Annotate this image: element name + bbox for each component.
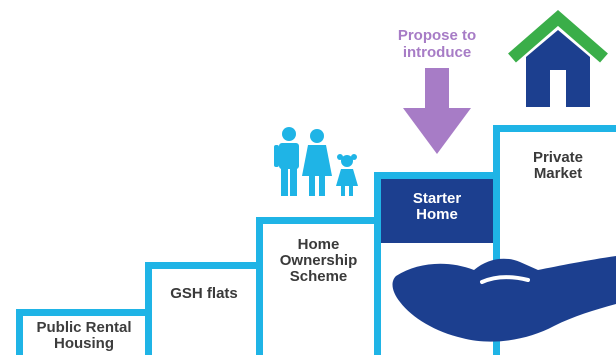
step-label-starter-home: Starter Home: [412, 190, 462, 223]
step-label-gsh-flats: GSH flats: [170, 285, 238, 302]
step-gsh-flats: GSH flats: [145, 262, 263, 355]
house-icon: [508, 10, 608, 107]
down-arrow-icon: [403, 68, 471, 154]
hand-icon: [392, 256, 616, 342]
step-home-ownership-scheme: Home Ownership Scheme: [256, 217, 381, 355]
proposal-note: Propose to introduce: [397, 27, 477, 61]
family-icon: [274, 127, 358, 196]
step-public-rental-housing: Public Rental Housing: [16, 309, 152, 355]
step-label-private-market: Private Market: [532, 149, 584, 182]
starter-home-band: Starter Home: [381, 179, 493, 243]
step-label-public-rental-housing: Public Rental Housing: [36, 319, 132, 352]
step-label-home-ownership-scheme: Home Ownership Scheme: [279, 236, 358, 285]
